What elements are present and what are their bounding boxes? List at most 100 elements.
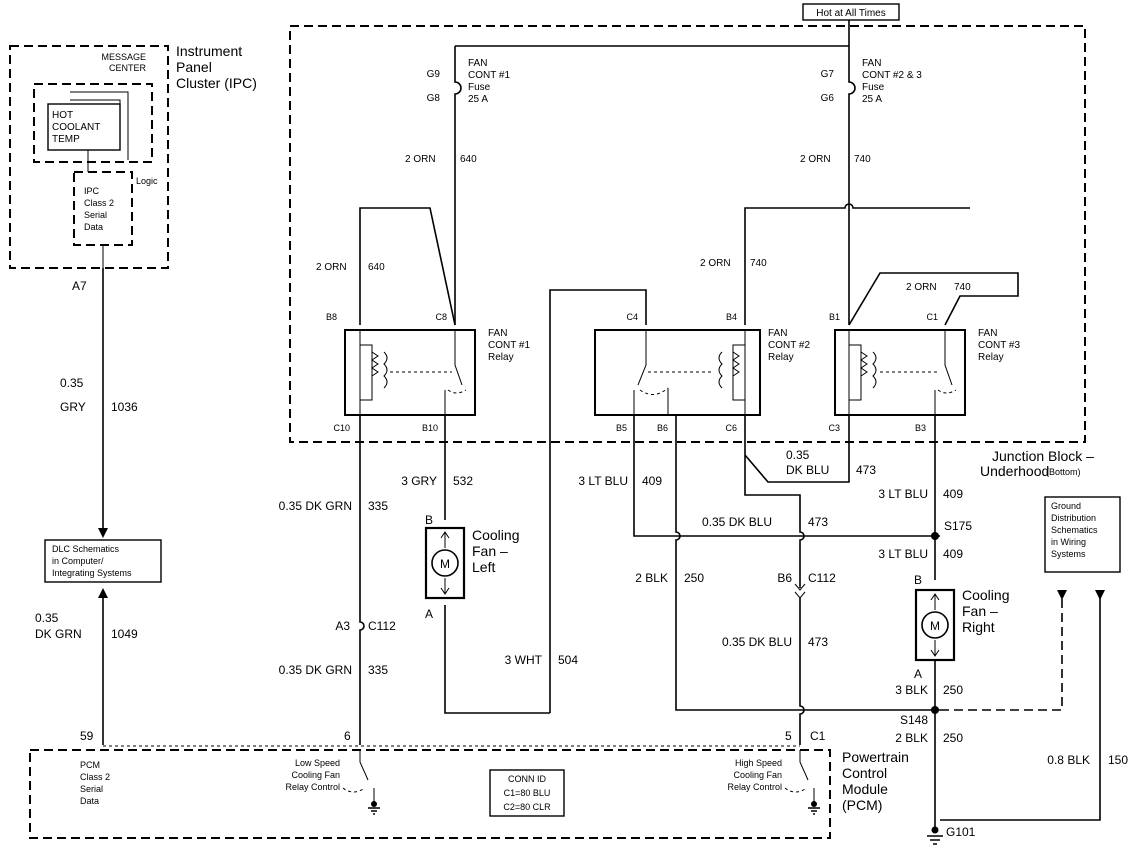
pcm-low-speed-1: Low Speed (295, 758, 340, 768)
fuse-fan-cont-2-3: G7 G6 FAN CONT #2 & 3 Fuse 25 A (821, 58, 922, 325)
conn-id-title: CONN ID (508, 774, 547, 784)
fan-left-name-3: Left (472, 559, 495, 575)
ground-g101-label: G101 (946, 825, 976, 839)
wire-250a-circuit: 250 (684, 571, 704, 585)
relay3-name-1: FAN (978, 328, 997, 339)
wire-250c-circuit: 250 (943, 731, 963, 745)
splice-s175-label: S175 (944, 519, 972, 533)
relay2-pin-c6: C6 (725, 423, 737, 433)
instrument-panel-cluster: MESSAGE CENTER HOT COOLANT TEMP Logic IP… (9, 43, 257, 293)
pcm-pin-59: 59 (80, 729, 94, 743)
wire-532-circuit: 532 (453, 474, 473, 488)
relay-fan-cont-1: B8 C8 C10 B10 FAN CONT #1 Relay (326, 312, 531, 433)
fuse1-pin-bottom: G8 (427, 93, 441, 104)
relay2-pin-b5: B5 (616, 423, 627, 433)
wire-473b-circuit: 473 (808, 515, 828, 529)
pcm-title-2: Control (842, 765, 887, 781)
wire-1036-circuit: 1036 (111, 400, 138, 414)
relay2-name-2: CONT #2 (768, 340, 810, 351)
wire-1036-size-2: GRY (60, 400, 86, 414)
relay1-pin-b10: B10 (422, 423, 438, 433)
pcm-pin-5: 5 (785, 729, 792, 743)
relay2-pin-b6: B6 (657, 423, 668, 433)
wire-740b-circuit: 740 (750, 258, 767, 269)
connector-c112-right: C112 (808, 571, 836, 585)
wire-640a-circuit: 640 (460, 154, 477, 165)
fuse-fan-cont-1: G9 G8 FAN CONT #1 Fuse 25 A (427, 46, 510, 325)
fan-left-name-2: Fan – (472, 543, 508, 559)
fan-right-pin-a: A (914, 667, 922, 681)
hot-at-all-times-label: Hot at All Times (816, 8, 885, 19)
junction-block-label-2: Underhood (980, 463, 1049, 479)
relay-fan-cont-2: C4 B4 B5 B6 C6 FAN CONT #2 Relay (594, 312, 810, 433)
relay2-name-3: Relay (768, 352, 794, 363)
fuse2-name-2: CONT #2 & 3 (862, 70, 922, 81)
relay2-pin-b4: B4 (726, 312, 737, 322)
pcm-title-1: Powertrain (842, 749, 909, 765)
wire-150-circuit: 150 (1108, 753, 1128, 767)
relay3-pin-b1: B1 (829, 312, 840, 322)
fuse2-name-1: FAN (862, 58, 881, 69)
relay2-name-1: FAN (768, 328, 787, 339)
ipc-serial-3: Serial (84, 210, 107, 220)
fan-right-pin-b: B (914, 573, 922, 587)
relay1-pin-b8: B8 (326, 312, 337, 322)
wire-250c-size: 2 BLK (895, 731, 928, 745)
ipc-hot-coolant-1: HOT (52, 110, 73, 121)
ipc-hot-coolant-2: COOLANT (52, 122, 100, 133)
relay1-pin-c10: C10 (333, 423, 350, 433)
junction-block-outline (289, 25, 1086, 443)
ground-dist-line-2: Distribution (1051, 513, 1096, 523)
wire-473a-size-1: 0.35 (786, 448, 810, 462)
fan-left-name-1: Cooling (472, 527, 519, 543)
wire-473a-circuit: 473 (856, 463, 876, 477)
ground-dist-line-1: Ground (1051, 501, 1081, 511)
ipc-title-2: Panel (176, 59, 212, 75)
pcm-module: 59 6 5 C1 PCM Class 2 Serial Data Low Sp… (29, 729, 909, 839)
ipc-message-center-2: CENTER (109, 63, 147, 73)
splice-s148-dot (931, 706, 939, 714)
wire-250a-size: 2 BLK (635, 571, 668, 585)
connector-b6: B6 (777, 571, 792, 585)
wire-740b-size: 2 ORN (700, 258, 731, 269)
wire-740a-size: 2 ORN (800, 154, 831, 165)
fan-right-name-1: Cooling (962, 587, 1009, 603)
fan-right-name-3: Right (962, 619, 995, 635)
wire-504-size: 3 WHT (505, 653, 543, 667)
pcm-serial-4: Data (80, 796, 99, 806)
pcm-high-speed-2: Cooling Fan (733, 770, 782, 780)
wire-335a-size: 0.35 DK GRN (279, 499, 352, 513)
wire-740c-circuit: 740 (954, 282, 971, 293)
relay2-pin-c4: C4 (626, 312, 638, 322)
ipc-title-1: Instrument (176, 43, 242, 59)
wire-409c-size: 3 LT BLU (878, 547, 928, 561)
ipc-serial-2: Class 2 (84, 198, 114, 208)
wire-740a-circuit: 740 (854, 154, 871, 165)
fan-right-name-2: Fan – (962, 603, 998, 619)
splice-s175-dot (931, 532, 939, 540)
fuse1-name-4: 25 A (468, 94, 488, 105)
fan-left-motor-label: M (440, 557, 450, 571)
wire-409b-size: 3 LT BLU (878, 487, 928, 501)
wire-150-size: 0.8 BLK (1047, 753, 1090, 767)
junction-block-label-1: Junction Block – (992, 448, 1094, 464)
pcm-connector-c1: C1 (810, 729, 826, 743)
pcm-serial-2: Class 2 (80, 772, 110, 782)
wire-335b-size: 0.35 DK GRN (279, 663, 352, 677)
pcm-low-speed-2: Cooling Fan (291, 770, 340, 780)
wire-532-size: 3 GRY (401, 474, 437, 488)
conn-id-c1: C1=80 BLU (504, 788, 551, 798)
fuse1-name-3: Fuse (468, 82, 491, 93)
wire-473b-size: 0.35 DK BLU (702, 515, 772, 529)
ipc-hot-coolant-3: TEMP (52, 134, 80, 145)
connector-a3: A3 (335, 619, 350, 633)
wire-473a-size-2: DK BLU (786, 463, 829, 477)
ipc-serial-1: IPC (84, 186, 100, 196)
dlc-line-3: Integrating Systems (52, 568, 132, 578)
cooling-fan-left: M B A Cooling Fan – Left (424, 513, 519, 621)
relay3-pin-b3: B3 (915, 423, 926, 433)
pcm-high-speed-1: High Speed (735, 758, 782, 768)
dlc-schematics-box: DLC Schematics in Computer/ Integrating … (44, 539, 162, 583)
wire-473c-size: 0.35 DK BLU (722, 635, 792, 649)
